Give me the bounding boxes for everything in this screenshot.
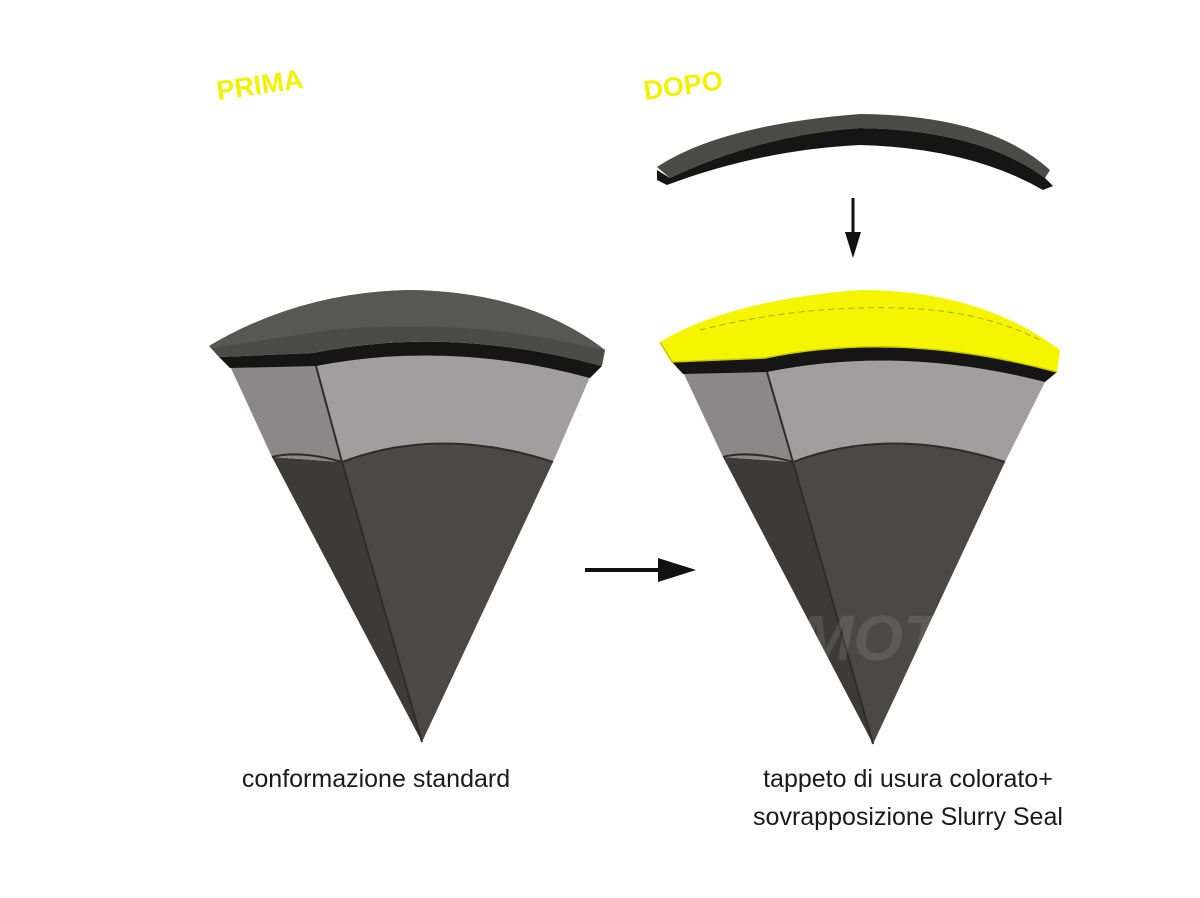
- down-arrow: [845, 198, 861, 258]
- base-layer-side: [230, 366, 342, 462]
- core-layer-front: [342, 443, 553, 742]
- upgraded-section-wedge: [659, 290, 1060, 745]
- surface-layer-highlight: [209, 290, 605, 350]
- core-layer-side: [272, 457, 422, 742]
- core-layer-side: [723, 457, 873, 744]
- core-layer-front: [793, 443, 1005, 744]
- watermark: MOTO: [800, 602, 991, 674]
- caption-upgraded-line2: sovrapposizione Slurry Seal: [753, 803, 1063, 831]
- prima-label: PRIMA: [215, 64, 305, 106]
- binder-layer: [219, 341, 602, 378]
- overlay-layer-piece: [657, 114, 1053, 190]
- base-layer-front: [767, 360, 1045, 462]
- standard-section-wedge: [209, 290, 605, 743]
- dopo-label: DOPO: [642, 65, 725, 106]
- wedge-edge-lines: [271, 365, 554, 743]
- overlay-bottom: [657, 128, 1053, 190]
- binder-layer: [672, 346, 1057, 382]
- caption-upgraded-line1: tappeto di usura colorato+: [763, 765, 1053, 793]
- slurry-seal-layer: [660, 290, 1060, 372]
- transform-arrow: [585, 558, 696, 582]
- overlay-top: [657, 114, 1050, 178]
- slurry-seal-edge: [659, 341, 1058, 373]
- base-layer-side: [683, 372, 793, 462]
- slurry-seal-texture: [699, 307, 1041, 341]
- wedge-edge-lines: [722, 371, 1006, 745]
- caption-standard: conformazione standard: [242, 765, 510, 793]
- base-layer-front: [316, 355, 590, 462]
